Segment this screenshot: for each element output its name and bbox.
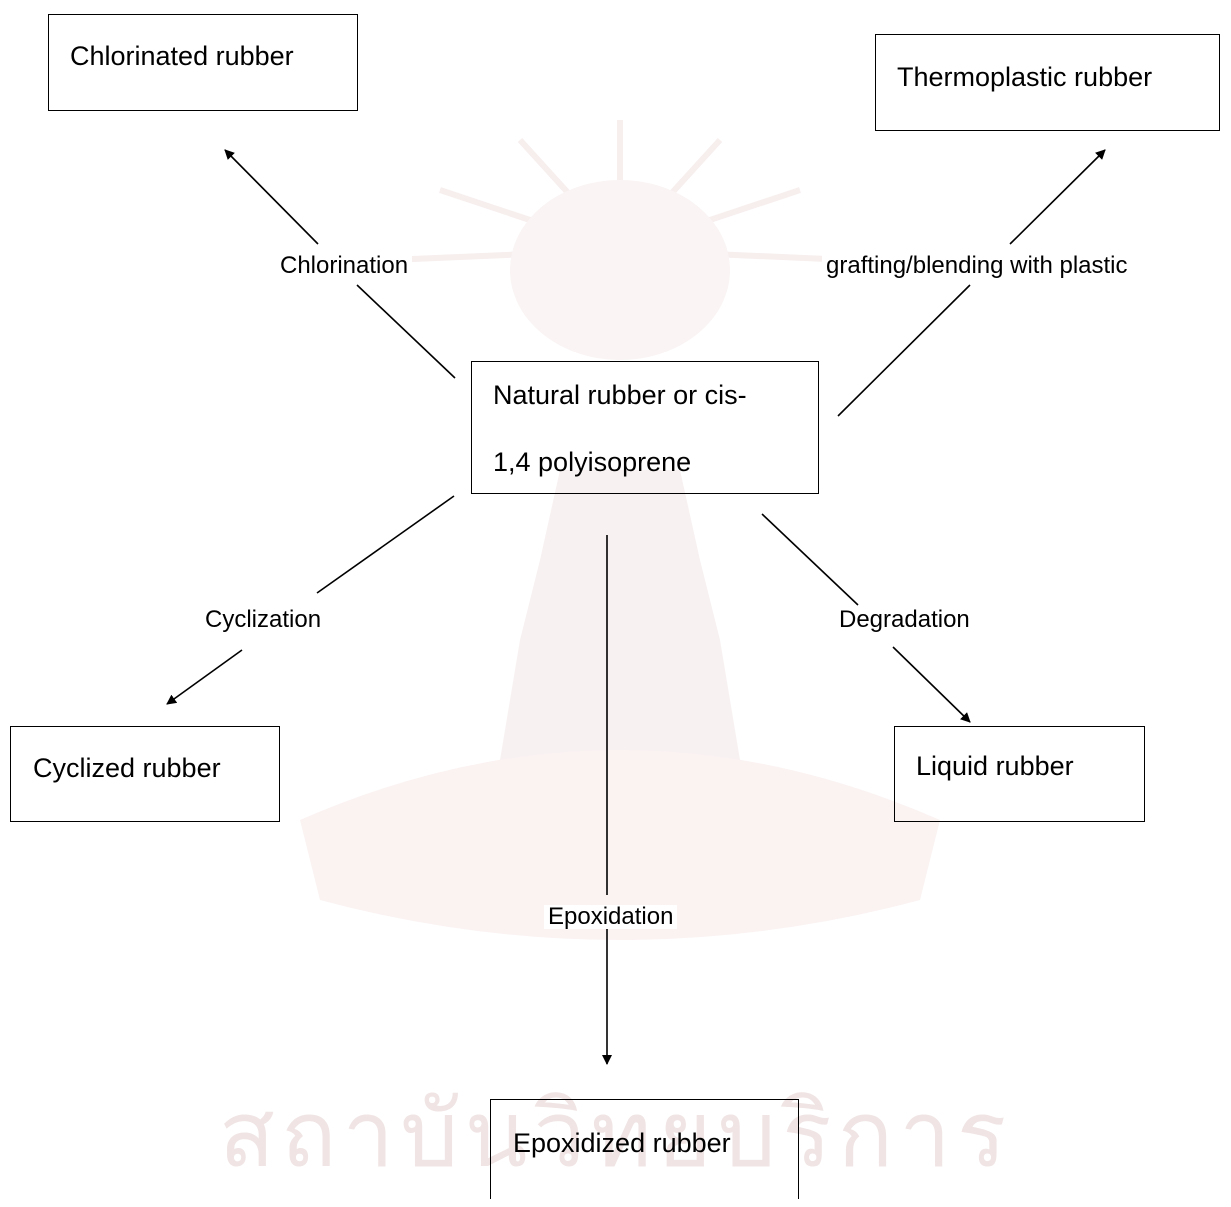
node-epoxidized-rubber: Epoxidized rubber	[490, 1099, 799, 1199]
node-label: Chlorinated rubber	[70, 41, 294, 71]
node-liquid-rubber: Liquid rubber	[894, 726, 1145, 822]
watermark: สถาบันวิทยบริการ	[219, 120, 1006, 1188]
node-cyclized-rubber: Cyclized rubber	[10, 726, 280, 822]
arrow-cyclization-lower	[166, 649, 243, 705]
node-label: Epoxidized rubber	[513, 1128, 731, 1158]
label-degradation: Degradation	[835, 608, 974, 632]
arrow-chlorination-lower	[356, 284, 456, 379]
node-label-line2: 1,4 polyisoprene	[493, 447, 692, 477]
node-thermoplastic-rubber: Thermoplastic rubber	[875, 34, 1220, 131]
arrow-chlorination-upper	[224, 149, 319, 245]
arrow-degradation-upper	[761, 513, 859, 606]
label-epoxidation: Epoxidation	[544, 905, 678, 929]
node-natural-rubber: Natural rubber or cis- 1,4 polyisoprene	[471, 361, 819, 494]
label-chlorination: Chlorination	[276, 254, 413, 278]
label-cyclization: Cyclization	[201, 608, 326, 632]
arrow-grafting-upper	[1009, 149, 1106, 245]
node-label: Thermoplastic rubber	[897, 62, 1153, 92]
node-label-line1: Natural rubber or cis-	[493, 380, 747, 410]
watermark-text: สถาบันวิทยบริการ	[218, 1081, 1013, 1188]
label-grafting: grafting/blending with plastic	[822, 254, 1132, 278]
watermark-seal-icon	[300, 120, 940, 940]
arrow-degradation-lower	[892, 646, 971, 723]
reaction-arrows	[166, 149, 1106, 1065]
node-label: Cyclized rubber	[33, 753, 221, 783]
node-chlorinated-rubber: Chlorinated rubber	[48, 14, 358, 111]
node-label: Liquid rubber	[916, 751, 1074, 781]
arrow-grafting-lower	[837, 284, 971, 417]
arrow-cyclization-upper	[316, 495, 455, 594]
